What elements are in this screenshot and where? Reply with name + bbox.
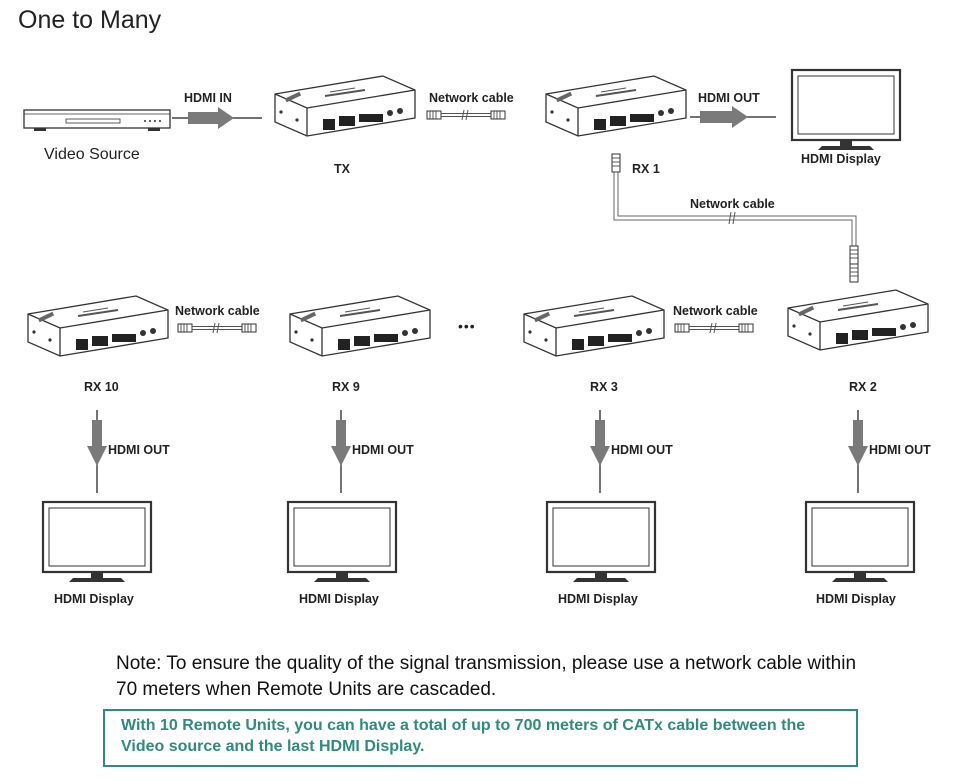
network-cable-label-cascade: Network cable (690, 197, 775, 211)
network-cable-rx2-rx3 (675, 323, 753, 333)
tx-label: TX (334, 162, 350, 176)
rx10-label: RX 10 (84, 380, 119, 394)
video-source-device (23, 109, 171, 131)
rx2-unit (787, 289, 929, 351)
hdmi-out-label-rx1: HDMI OUT (698, 91, 760, 105)
hdmi-out-label-rx2: HDMI OUT (869, 443, 931, 457)
hdmi-display-label-rx1: HDMI Display (801, 152, 881, 166)
video-source-label: Video Source (44, 146, 140, 163)
rx1-label: RX 1 (632, 162, 660, 176)
callout-box: With 10 Remote Units, you can have a tot… (103, 709, 858, 767)
hdmi-display-label-rx9: HDMI Display (299, 592, 379, 606)
hdmi-display-rx3 (545, 500, 657, 584)
hdmi-out-label-rx3: HDMI OUT (611, 443, 673, 457)
hdmi-out-arrow-rx2 (848, 410, 868, 493)
tx-unit (274, 75, 416, 137)
rx9-label: RX 9 (332, 380, 360, 394)
hdmi-display-rx1 (790, 68, 902, 152)
hdmi-display-rx9 (286, 500, 398, 584)
network-cable-label-top: Network cable (429, 91, 514, 105)
hdmi-display-label-rx10: HDMI Display (54, 592, 134, 606)
hdmi-in-label: HDMI IN (184, 91, 232, 105)
rx3-label: RX 3 (590, 380, 618, 394)
page-title: One to Many (18, 6, 162, 34)
hdmi-out-arrow-rx9 (331, 410, 351, 493)
rx9-unit (289, 295, 431, 357)
hdmi-out-arrow-rx1 (690, 106, 776, 128)
cascade-cable-rx1-rx2 (611, 153, 859, 283)
hdmi-out-label-rx9: HDMI OUT (352, 443, 414, 457)
network-cable-label-rx10-rx9: Network cable (175, 304, 260, 318)
hdmi-display-rx10 (41, 500, 153, 584)
hdmi-out-arrow-rx3 (590, 410, 610, 493)
network-cable-rx9-rx10 (178, 323, 256, 333)
hdmi-in-arrow (172, 107, 262, 129)
ellipsis-more-units: ••• (458, 318, 476, 334)
note-text: Note: To ensure the quality of the signa… (116, 653, 857, 700)
network-cable-label-rx3-rx2: Network cable (673, 304, 758, 318)
rx1-unit (545, 75, 687, 137)
hdmi-out-label-rx10: HDMI OUT (108, 443, 170, 457)
network-cable-tx-rx1 (427, 110, 505, 120)
rx2-label: RX 2 (849, 380, 877, 394)
hdmi-out-arrow-rx10 (87, 410, 107, 493)
hdmi-display-label-rx2: HDMI Display (816, 592, 896, 606)
rx10-unit (27, 295, 169, 357)
callout-text: With 10 Remote Units, you can have a tot… (121, 717, 806, 755)
hdmi-display-rx2 (804, 500, 916, 584)
rx3-unit (523, 295, 665, 357)
hdmi-display-label-rx3: HDMI Display (558, 592, 638, 606)
